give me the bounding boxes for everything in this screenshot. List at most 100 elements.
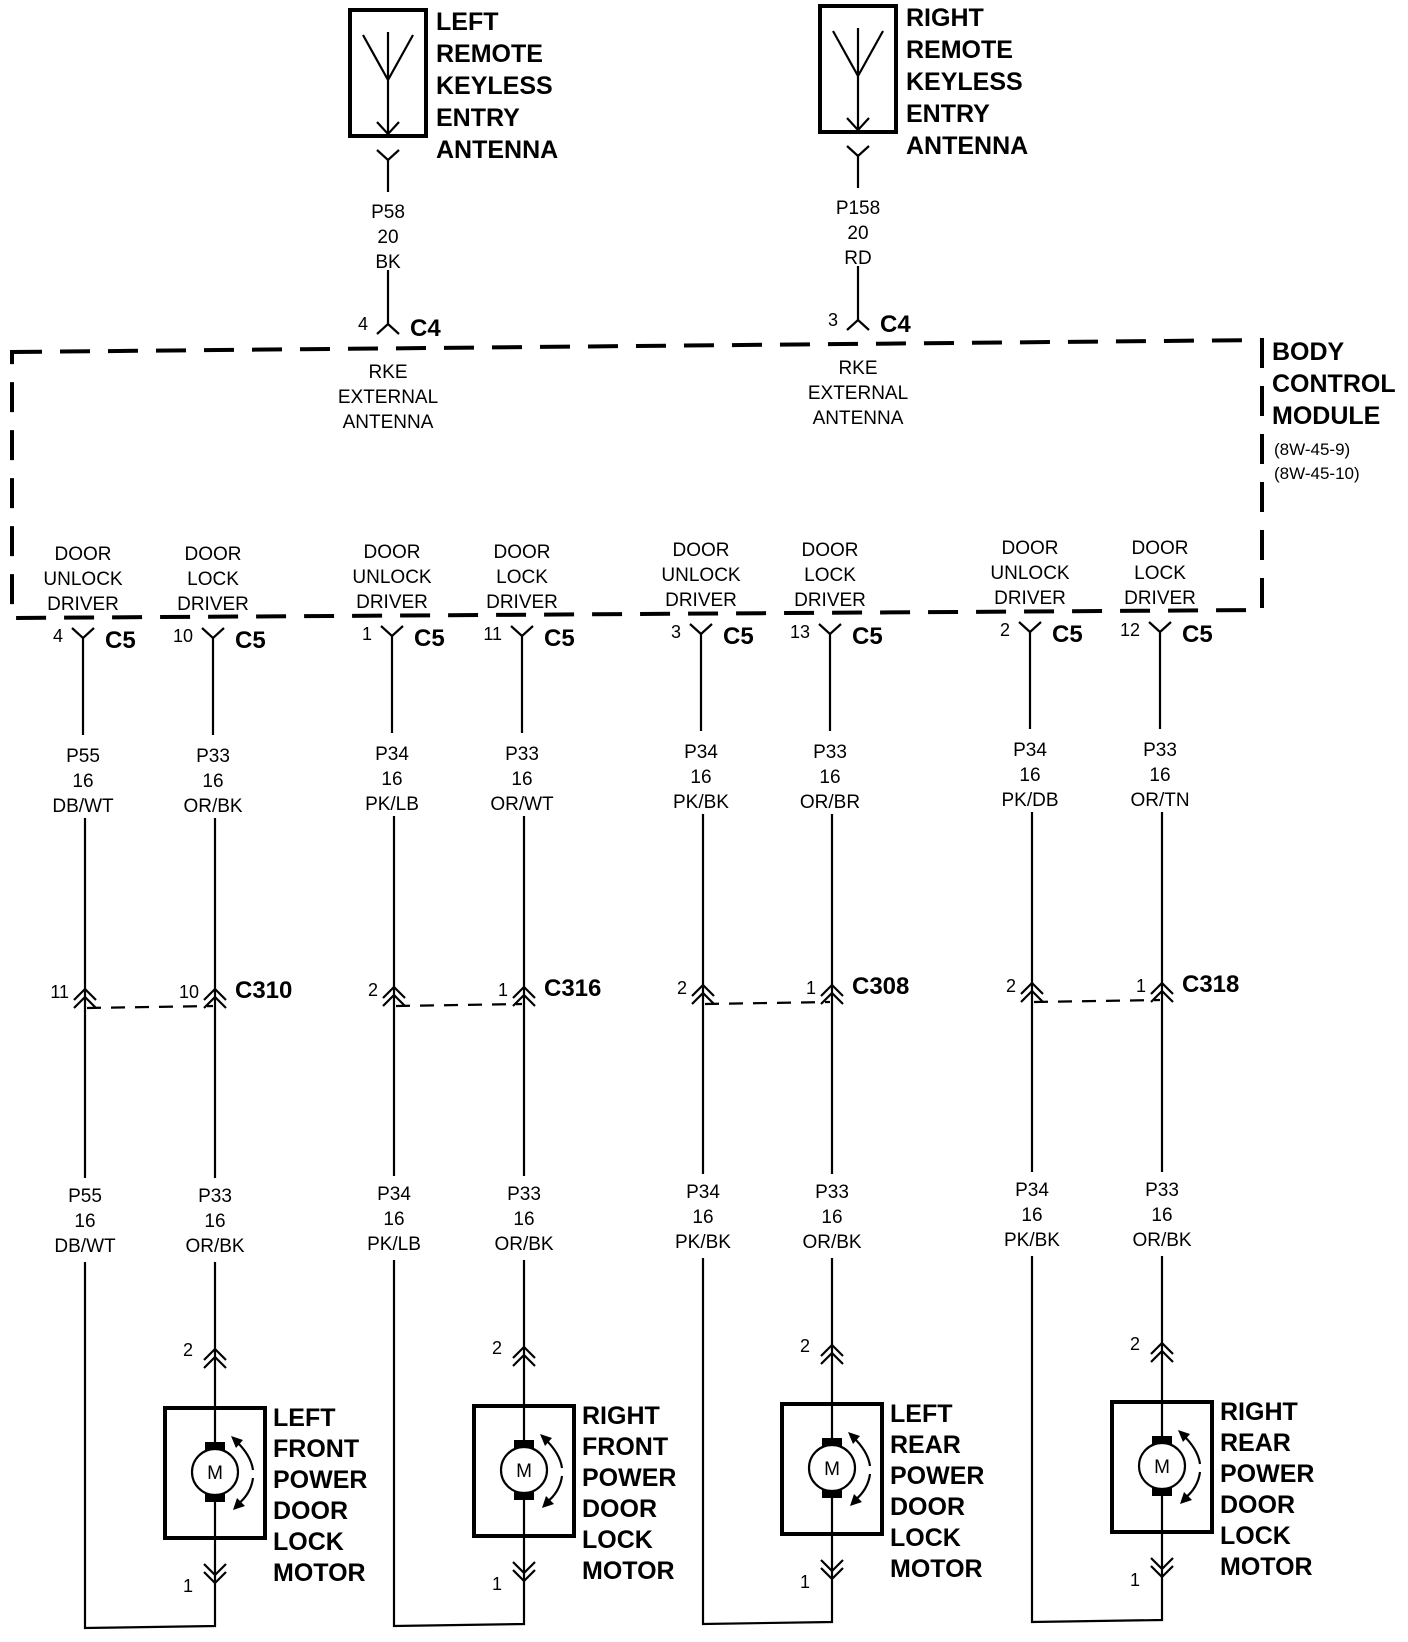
wire-label: OR/BK [802,1232,861,1253]
connector-tie [86,1004,214,1010]
wire-label: P33 [813,742,847,763]
wire-label: P34 [686,1182,720,1203]
pin-number: 1 [806,978,816,998]
connector-terminal-icon [71,627,95,640]
inline-connector-icon [1150,1557,1174,1579]
wire-loop [83,1262,217,1630]
wire-label: 20 [847,223,868,244]
connector-id: C5 [1182,621,1213,648]
motor-title-line: DOOR [582,1495,657,1523]
driver-label: DRIVER [994,588,1066,609]
motor-icon [190,1447,240,1497]
inline-connector-icon [820,1559,844,1581]
motor-title-line: MOTOR [1220,1553,1313,1581]
connector-id: C5 [723,623,754,650]
connector-tie [1033,998,1161,1004]
driver-label: UNLOCK [661,565,741,586]
inline-connector-icon [203,987,227,1009]
pin-number: 1 [362,624,372,644]
wire-label: P34 [684,742,718,763]
wire-label: 16 [692,1207,713,1228]
driver-label: LOCK [1134,563,1186,584]
wire-label: OR/BK [1132,1230,1191,1251]
motor-title-line: FRONT [273,1435,359,1463]
driver-label: DOOR [494,542,551,563]
inline-connector-icon [73,987,97,1009]
motor-title-line: REAR [890,1431,961,1459]
driver-label: DOOR [55,544,112,565]
inline-connector-icon [1020,981,1044,1003]
pin-number: 2 [368,980,378,1000]
motor-title-line: REAR [1220,1429,1291,1457]
pin-number: 1 [492,1574,502,1594]
inline-connector-icon [820,983,844,1005]
motor-symbol: M [1154,1457,1170,1478]
inline-connector-icon [512,1345,536,1367]
wire-label: 16 [1151,1205,1172,1226]
inline-connector-icon [203,1563,227,1585]
wire-label: P34 [377,1184,411,1205]
motor-title-line: POWER [273,1466,367,1494]
pin-number: 1 [498,980,508,1000]
wire-label: PK/DB [1001,790,1058,811]
wire-label: P55 [66,746,100,767]
wire-label: OR/TN [1130,790,1189,811]
bcm-pin-label: EXTERNAL [338,387,438,408]
pin-number: 12 [1120,620,1140,640]
wire-label: OR/BR [800,792,860,813]
driver-label: DOOR [802,540,859,561]
connector-id: C5 [235,627,266,654]
bcm-title: BODY CONTROL MODULE (8W-45-9) (8W-45-10) [1272,338,1396,483]
wire-label: 20 [377,227,398,248]
wire-label: P158 [836,198,880,219]
connector-terminal-icon [1018,621,1042,634]
motor-title-line: POWER [1220,1460,1314,1488]
driver-label: DRIVER [1124,588,1196,609]
motor-title-line: LEFT [273,1404,336,1432]
antenna-title-line: REMOTE [906,36,1013,64]
antenna-title-line: KEYLESS [906,68,1023,96]
bcm-pin-label: RKE [838,358,877,379]
motor-title-line: MOTOR [582,1557,675,1585]
pin-number: 1 [800,1572,810,1592]
pin-number: 10 [173,626,193,646]
connector-terminal-icon [689,623,713,636]
inline-connector-id: C308 [852,973,909,1000]
connector-terminal-icon [846,145,870,158]
connector-terminal-icon [1148,621,1172,634]
driver-label: UNLOCK [352,567,432,588]
pin-number: 2 [1000,620,1010,640]
pin-number: 4 [358,314,368,334]
bcm-title-line: BODY [1272,338,1345,366]
inline-connector-C308: C308 [704,973,909,1006]
motor-icon [499,1445,549,1495]
motor-title-line: MOTOR [273,1559,366,1587]
motor-title-line: LOCK [1220,1522,1291,1550]
motors-group: 2MLEFTFRONTPOWERDOORLOCKMOTOR12MRIGHTFRO… [83,1256,1314,1630]
inline-connector-icon [512,1561,536,1583]
driver-label: DOOR [364,542,421,563]
antenna-title-line: ENTRY [436,104,520,132]
wire-label: PK/LB [365,794,419,815]
connector-id: C5 [105,627,136,654]
pin-number: 2 [183,1340,193,1360]
antenna-title-line: RIGHT [906,4,984,32]
wire-label: 16 [819,767,840,788]
driver-label: DOOR [673,540,730,561]
wire-label: 16 [204,1211,225,1232]
inline-connector-icon [1150,1341,1174,1363]
connector-id: C5 [1052,621,1083,648]
motor-title-line: MOTOR [890,1555,983,1583]
driver-label: UNLOCK [43,569,123,590]
wire-label: DB/WT [54,1236,116,1257]
wire-label: OR/BK [183,796,242,817]
driver-label: DRIVER [177,594,249,615]
inline-connector-C318: C318 [1033,971,1239,1004]
wire-label: P55 [68,1186,102,1207]
wire-label: P34 [375,744,409,765]
